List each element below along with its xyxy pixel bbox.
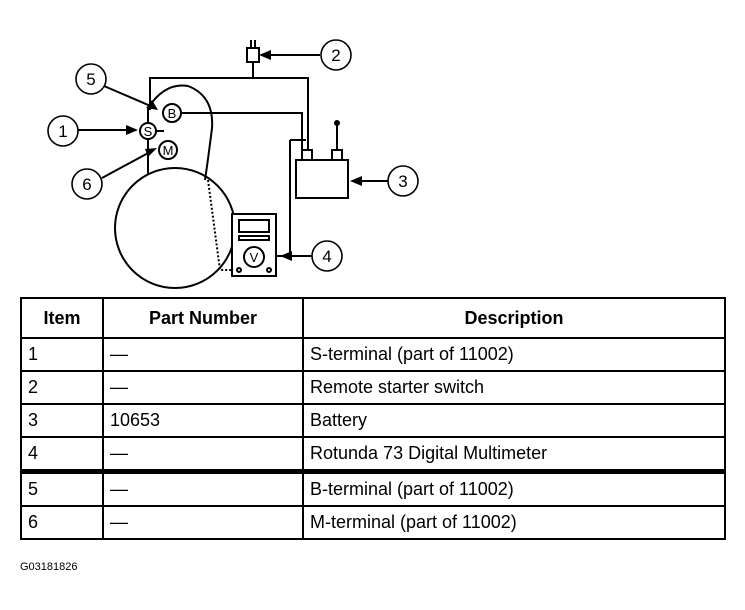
m-terminal-label: M bbox=[163, 143, 174, 158]
battery bbox=[295, 159, 349, 199]
cell-item: 1 bbox=[20, 337, 104, 372]
parts-table: Item Part Number Description 1 — S-termi… bbox=[20, 297, 726, 540]
callout-3-label: 3 bbox=[398, 172, 407, 191]
cell-part-number: — bbox=[102, 505, 304, 540]
solenoid-housing bbox=[147, 84, 214, 181]
cell-item: 4 bbox=[20, 436, 104, 473]
cell-item: 3 bbox=[20, 403, 104, 438]
callout-6-label: 6 bbox=[82, 175, 91, 194]
callout-4 bbox=[311, 240, 343, 272]
cell-description: M-terminal (part of 11002) bbox=[302, 505, 726, 540]
table-row: 1 — S-terminal (part of 11002) bbox=[20, 337, 726, 372]
cell-description: Remote starter switch bbox=[302, 370, 726, 405]
cell-description: B-terminal (part of 11002) bbox=[302, 469, 726, 507]
starter-test-diagram: B S M V 1 2 3 4 5 6 bbox=[47, 39, 419, 289]
callout-6 bbox=[71, 168, 103, 200]
table-header-row: Item Part Number Description bbox=[20, 297, 726, 339]
callout-3 bbox=[387, 165, 419, 197]
figure-id: G03181826 bbox=[20, 561, 78, 573]
b-terminal-label: B bbox=[168, 106, 177, 121]
cell-description: S-terminal (part of 11002) bbox=[302, 337, 726, 372]
cell-part-number: — bbox=[102, 436, 304, 473]
cell-part-number: — bbox=[102, 337, 304, 372]
remote-starter-switch bbox=[246, 47, 260, 63]
cell-item: 5 bbox=[20, 469, 104, 507]
table-row: 6 — M-terminal (part of 11002) bbox=[20, 505, 726, 540]
header-item: Item bbox=[20, 297, 104, 339]
header-description: Description bbox=[302, 297, 726, 339]
callout-5-label: 5 bbox=[86, 70, 95, 89]
starter-motor-body bbox=[114, 167, 236, 289]
s-terminal-label: S bbox=[144, 124, 153, 139]
cell-part-number: — bbox=[102, 370, 304, 405]
cell-item: 2 bbox=[20, 370, 104, 405]
header-part-number: Part Number bbox=[102, 297, 304, 339]
cell-description: Battery bbox=[302, 403, 726, 438]
cell-part-number: — bbox=[102, 469, 304, 507]
table-row: 4 — Rotunda 73 Digital Multimeter bbox=[20, 436, 726, 473]
cell-description: Rotunda 73 Digital Multimeter bbox=[302, 436, 726, 473]
cell-part-number: 10653 bbox=[102, 403, 304, 438]
cell-item: 6 bbox=[20, 505, 104, 540]
table-row: 3 10653 Battery bbox=[20, 403, 726, 438]
table-row: 5 — B-terminal (part of 11002) bbox=[20, 469, 726, 507]
callout-5 bbox=[75, 63, 107, 95]
m-terminal bbox=[158, 140, 178, 160]
table-row: 2 — Remote starter switch bbox=[20, 370, 726, 405]
callout-2-label: 2 bbox=[331, 46, 340, 65]
multimeter-dial-icon: V bbox=[250, 250, 259, 265]
callout-1-label: 1 bbox=[58, 122, 67, 141]
callout-4-label: 4 bbox=[322, 247, 331, 266]
callout-1 bbox=[47, 115, 79, 147]
callout-2 bbox=[320, 39, 352, 71]
